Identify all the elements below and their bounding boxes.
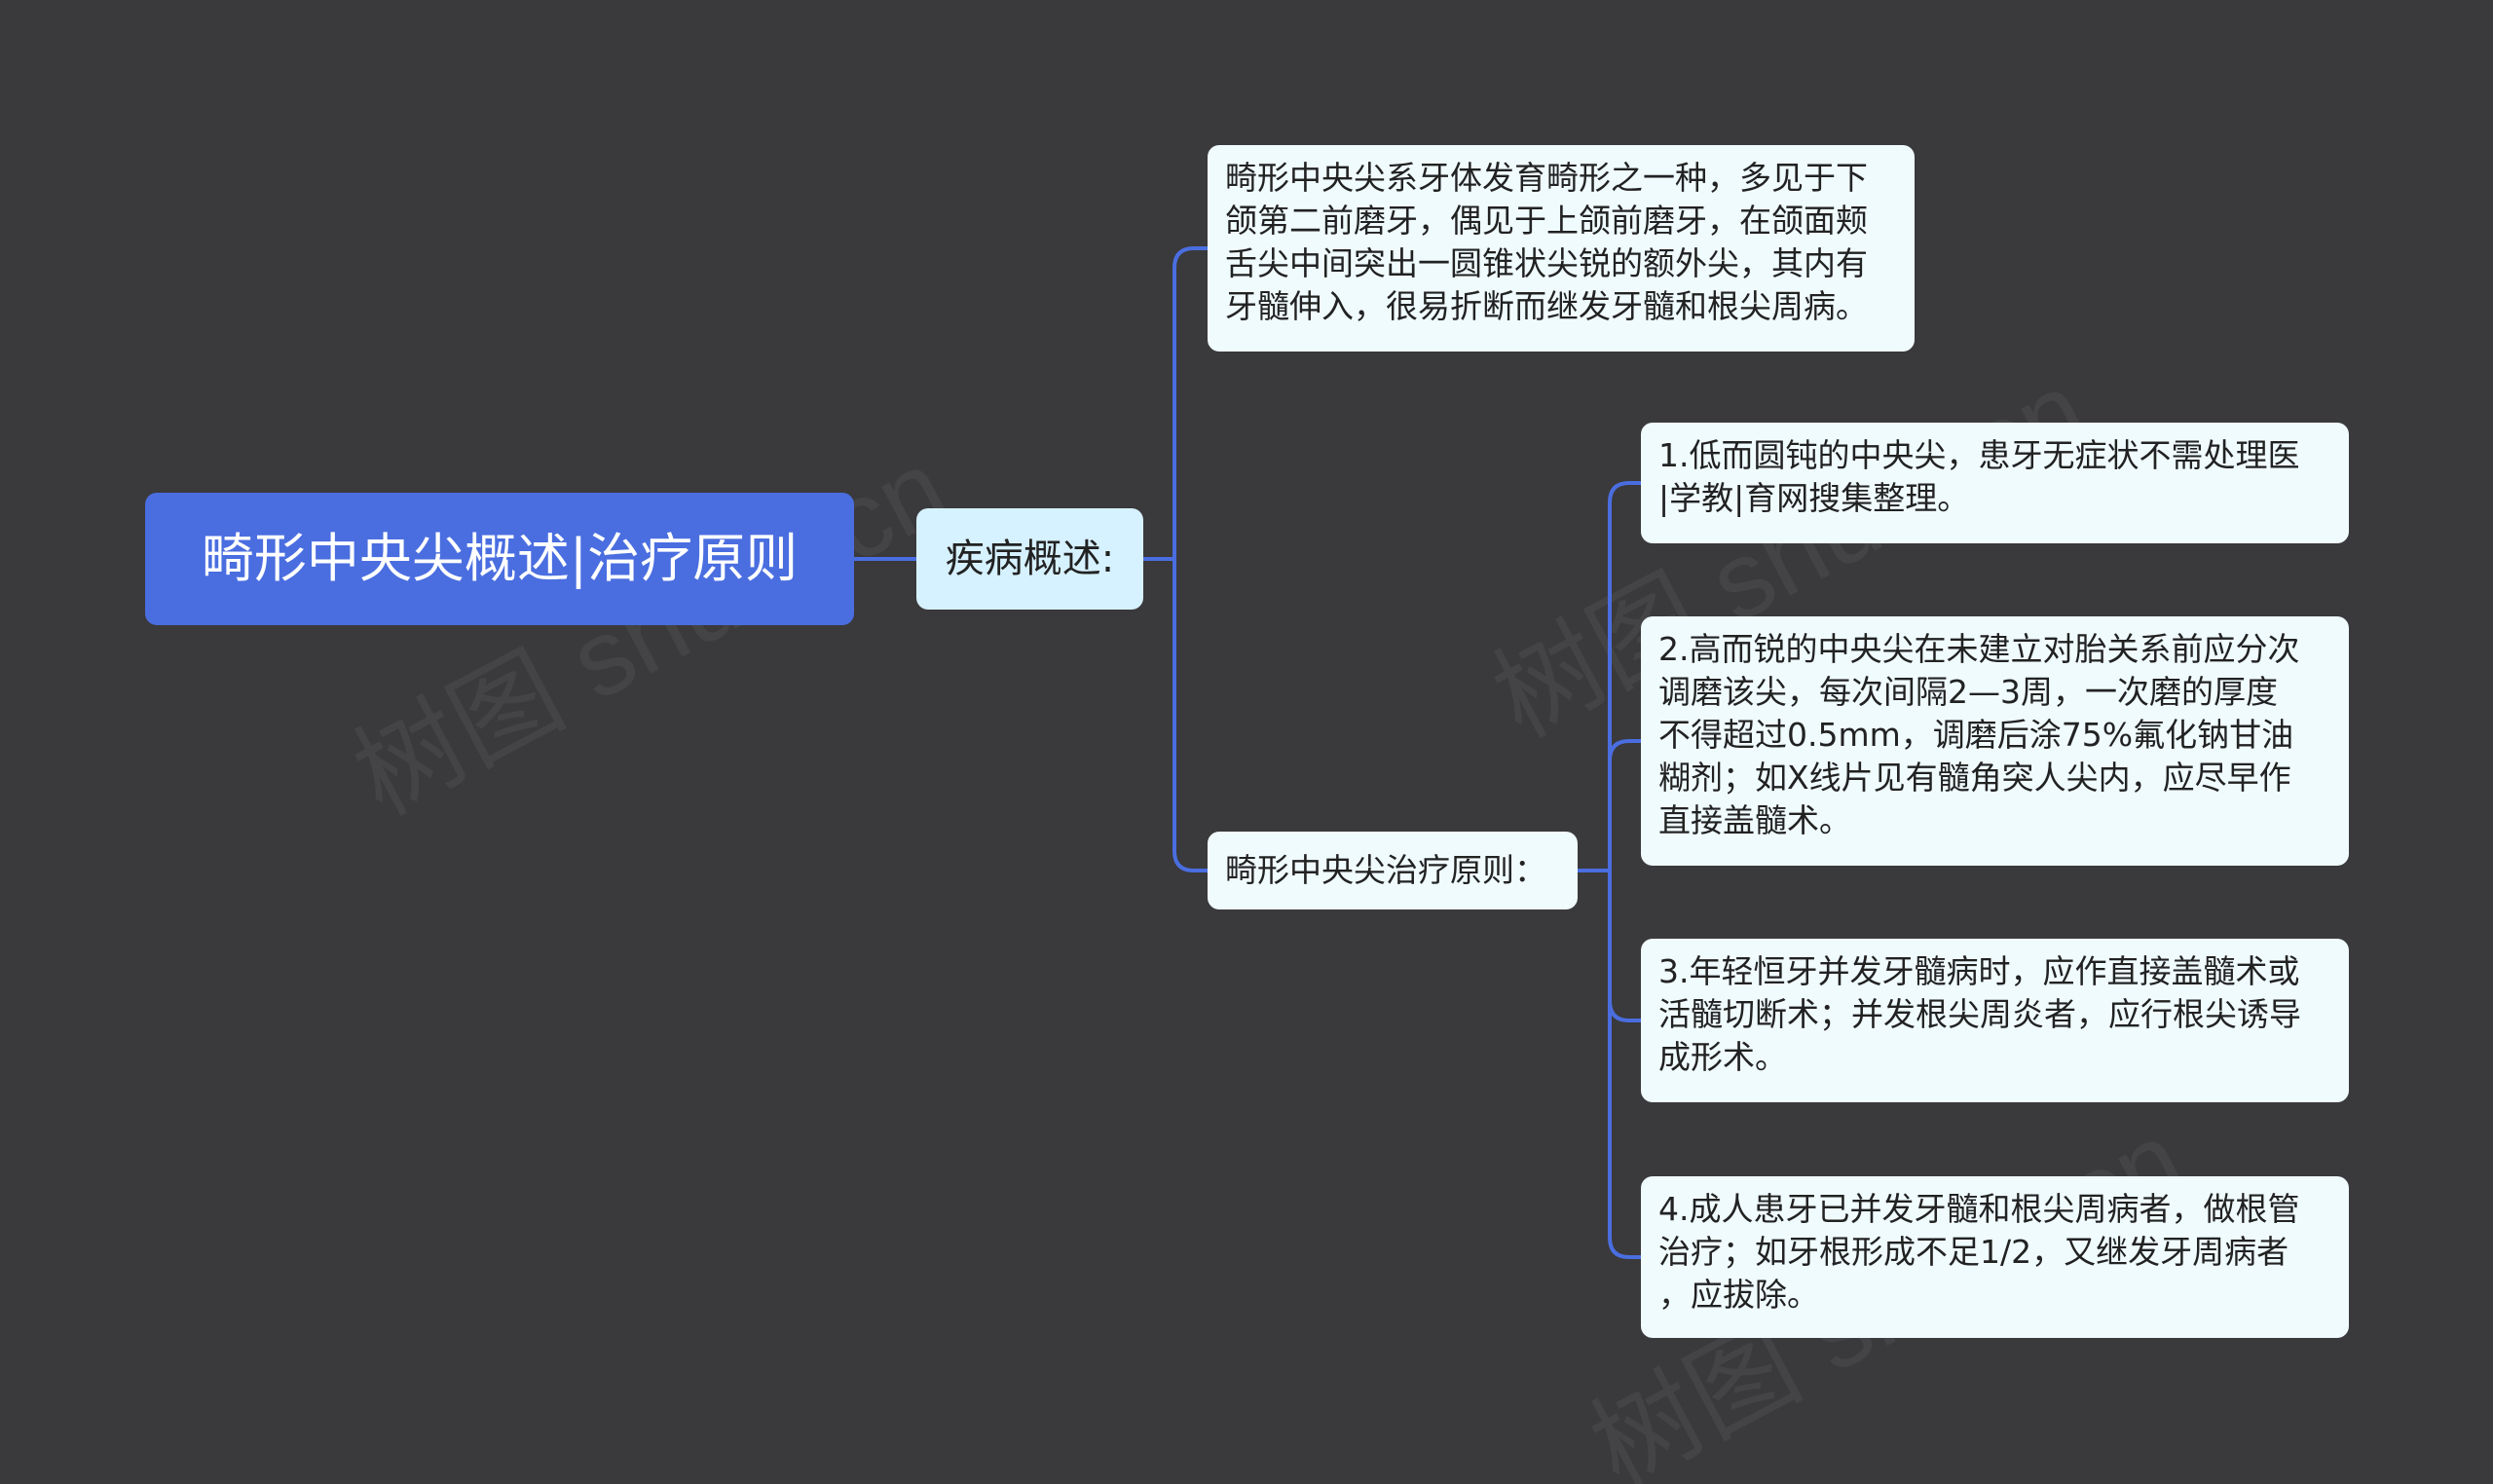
connector-treatment-item-1 (1608, 481, 1643, 872)
topic-overview[interactable]: 疾病概述: (916, 508, 1143, 610)
connector-overview-desc (1172, 246, 1209, 561)
root-topic[interactable]: 畸形中央尖概述|治疗原则 (145, 493, 854, 625)
topic-treatment-item-3[interactable]: 3.年轻恒牙并发牙髓病时，应作直接盖髓术或 活髓切断术；并发根尖周炎者，应行根尖… (1641, 939, 2349, 1102)
topic-treatment-item-1[interactable]: 1.低而圆钝的中央尖，患牙无症状不需处理医 |学教|育网搜集整理。 (1641, 423, 2349, 543)
topic-treatment-principles[interactable]: 畸形中央尖治疗原则： (1208, 832, 1578, 909)
connector-treatment-item-2 (1608, 739, 1643, 872)
connector-treatment-item-3 (1608, 869, 1643, 1022)
topic-treatment-item-2[interactable]: 2.高而锐的中央尖在未建立对胎关系前应分次 调磨该尖，每次间隔2—3周，一次磨的… (1641, 616, 2349, 866)
connector-overview-treatment (1172, 557, 1209, 872)
connector-treatment-item-4 (1608, 869, 1643, 1259)
topic-overview-description[interactable]: 畸形中央尖系牙体发育畸形之一种，多见于下 颌第二前磨牙，偶见于上颌前磨牙，在颌面… (1208, 145, 1915, 352)
topic-treatment-item-4[interactable]: 4.成人患牙已并发牙髓和根尖周病者，做根管 治疗；如牙根形成不足1/2，又继发牙… (1641, 1176, 2349, 1338)
